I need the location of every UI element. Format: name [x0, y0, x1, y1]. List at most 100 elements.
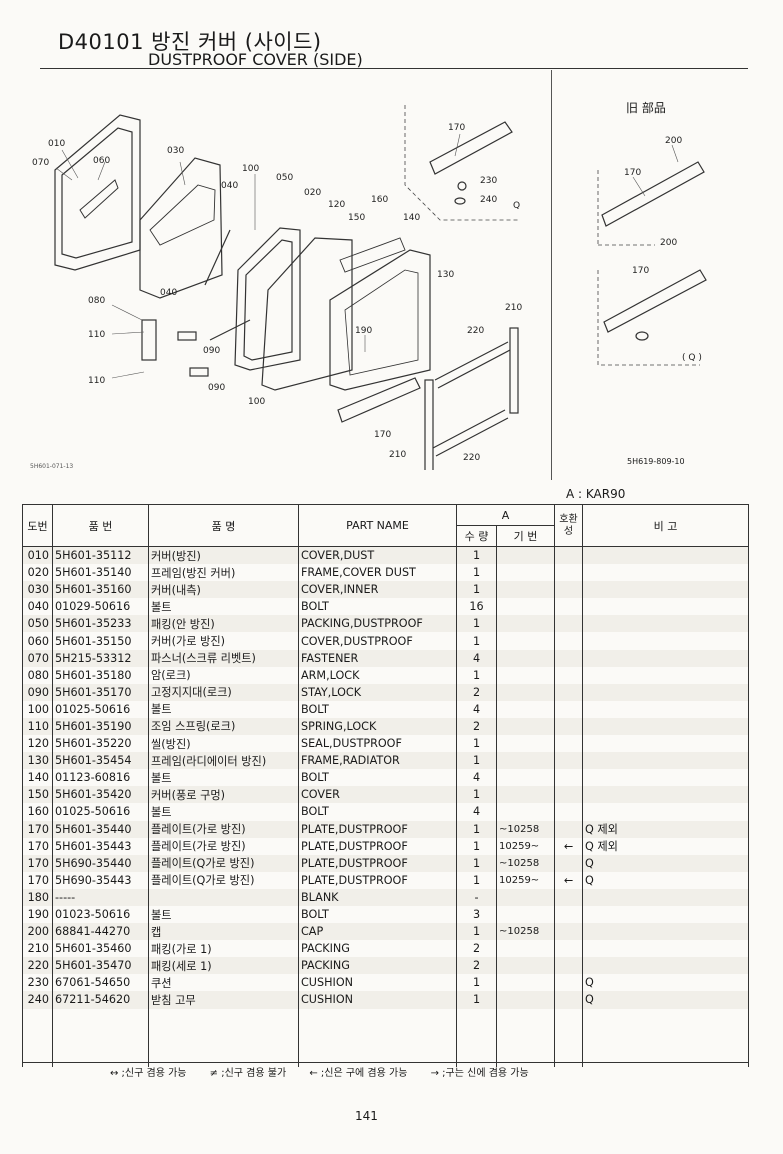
cell-part: 01025-50616	[52, 700, 149, 718]
cell-no: 170	[22, 871, 53, 889]
cell-rem	[582, 888, 749, 906]
callout-100a: 100	[242, 164, 259, 174]
cell-ename: BOLT	[298, 598, 457, 616]
cell-no: 210	[22, 940, 53, 958]
callout-q2: ( Q )	[682, 353, 702, 363]
cell-part: 5H601-35140	[52, 564, 149, 582]
cell-serial	[496, 683, 555, 701]
cell-rem	[582, 786, 749, 804]
cell-part: 01025-50616	[52, 803, 149, 821]
cell-rem	[582, 700, 749, 718]
cell-no: 120	[22, 735, 53, 753]
callout-060: 060	[93, 156, 110, 166]
cell-no: 110	[22, 717, 53, 736]
cell-part: 5H601-35190	[52, 717, 149, 736]
cell-rem: Q	[582, 871, 749, 889]
cell-ename: SEAL,DUSTPROOF	[298, 735, 457, 753]
legend-new-for-old: ← ;신은 구에 겸용 가능	[309, 1068, 408, 1079]
cell-no: 040	[22, 598, 53, 616]
cell-qty: 1	[456, 837, 497, 855]
cell-ex	[554, 666, 583, 684]
model-label: A : KAR90	[566, 487, 626, 501]
cell-rem	[582, 564, 749, 582]
cell-serial	[496, 564, 555, 582]
cell-ename: PACKING,DUSTPROOF	[298, 615, 457, 633]
callout-110a: 110	[88, 330, 105, 340]
cell-part: 5H601-35460	[52, 940, 149, 958]
cell-rem: Q	[582, 974, 749, 992]
cell-kname: 쿠션	[148, 974, 299, 992]
cell-serial	[496, 974, 555, 992]
cell-qty: 4	[456, 649, 497, 667]
callout-200a: 200	[665, 136, 682, 146]
cell-rem	[582, 649, 749, 667]
callout-220b: 220	[463, 453, 480, 463]
title-rule	[40, 68, 748, 69]
cell-no: 030	[22, 581, 53, 599]
cell-no: 100	[22, 700, 53, 718]
callout-100b: 100	[248, 397, 265, 407]
header-qty: 수 량	[456, 525, 497, 547]
cell-no: 190	[22, 905, 53, 924]
cell-part: 5H601-35180	[52, 666, 149, 684]
header-no: 도번	[22, 504, 53, 547]
callout-220a: 220	[467, 326, 484, 336]
cell-ename: PACKING	[298, 957, 457, 975]
old-plate-upper-shape	[601, 161, 705, 227]
cell-qty: 2	[456, 717, 497, 736]
plate-lower-shape	[337, 377, 421, 423]
callout-190: 190	[355, 326, 372, 336]
cell-kname: 플레이트(Q가로 방진)	[148, 854, 299, 872]
cell-serial	[496, 598, 555, 616]
callout-140: 140	[403, 213, 420, 223]
cell-kname: 패킹(세로 1)	[148, 957, 299, 975]
cell-serial	[496, 905, 555, 924]
diagram-divider	[551, 70, 552, 480]
cell-ename: PLATE,DUSTPROOF	[298, 820, 457, 838]
cell-part: 67211-54620	[52, 991, 149, 1009]
callout-050: 050	[276, 173, 293, 183]
cell-kname: 프레임(방진 커버)	[148, 564, 299, 582]
cell-serial	[496, 769, 555, 787]
cell-part: 67061-54650	[52, 974, 149, 992]
header-part-name: PART NAME	[298, 504, 457, 547]
cell-qty: 2	[456, 683, 497, 701]
cell-ex	[554, 546, 583, 565]
cell-rem	[582, 957, 749, 975]
cell-ex	[554, 598, 583, 616]
cell-qty: 1	[456, 974, 497, 992]
cell-ename: BOLT	[298, 803, 457, 821]
radiator-frame-shape	[329, 249, 431, 391]
cell-part: 5H690-35440	[52, 854, 149, 872]
compatibility-legend: ↔ ;신구 겸용 가능 ≠ ;신구 겸용 불가 ← ;신은 구에 겸용 가능 →…	[110, 1064, 549, 1079]
page-title-english: DUSTPROOF COVER (SIDE)	[148, 50, 363, 69]
cell-ex	[554, 564, 583, 582]
callout-040a: 040	[221, 181, 238, 191]
cell-serial	[496, 546, 555, 565]
cell-no: 160	[22, 803, 53, 821]
cell-ex	[554, 820, 583, 838]
cell-ename: CUSHION	[298, 991, 457, 1009]
callout-030: 030	[167, 146, 184, 156]
cell-kname: 볼트	[148, 598, 299, 616]
cell-rem	[582, 923, 749, 941]
cell-kname: 패킹(안 방진)	[148, 615, 299, 633]
cell-qty: 1	[456, 752, 497, 770]
cell-qty: 2	[456, 957, 497, 975]
cell-qty: 1	[456, 871, 497, 889]
cell-qty: 1	[456, 564, 497, 582]
header-part-no: 품 번	[52, 504, 149, 547]
cell-ex	[554, 786, 583, 804]
cell-part: 5H215-53312	[52, 649, 149, 667]
cell-serial	[496, 632, 555, 650]
plate-upper-shape	[429, 121, 513, 175]
cell-part: 01123-60816	[52, 769, 149, 787]
